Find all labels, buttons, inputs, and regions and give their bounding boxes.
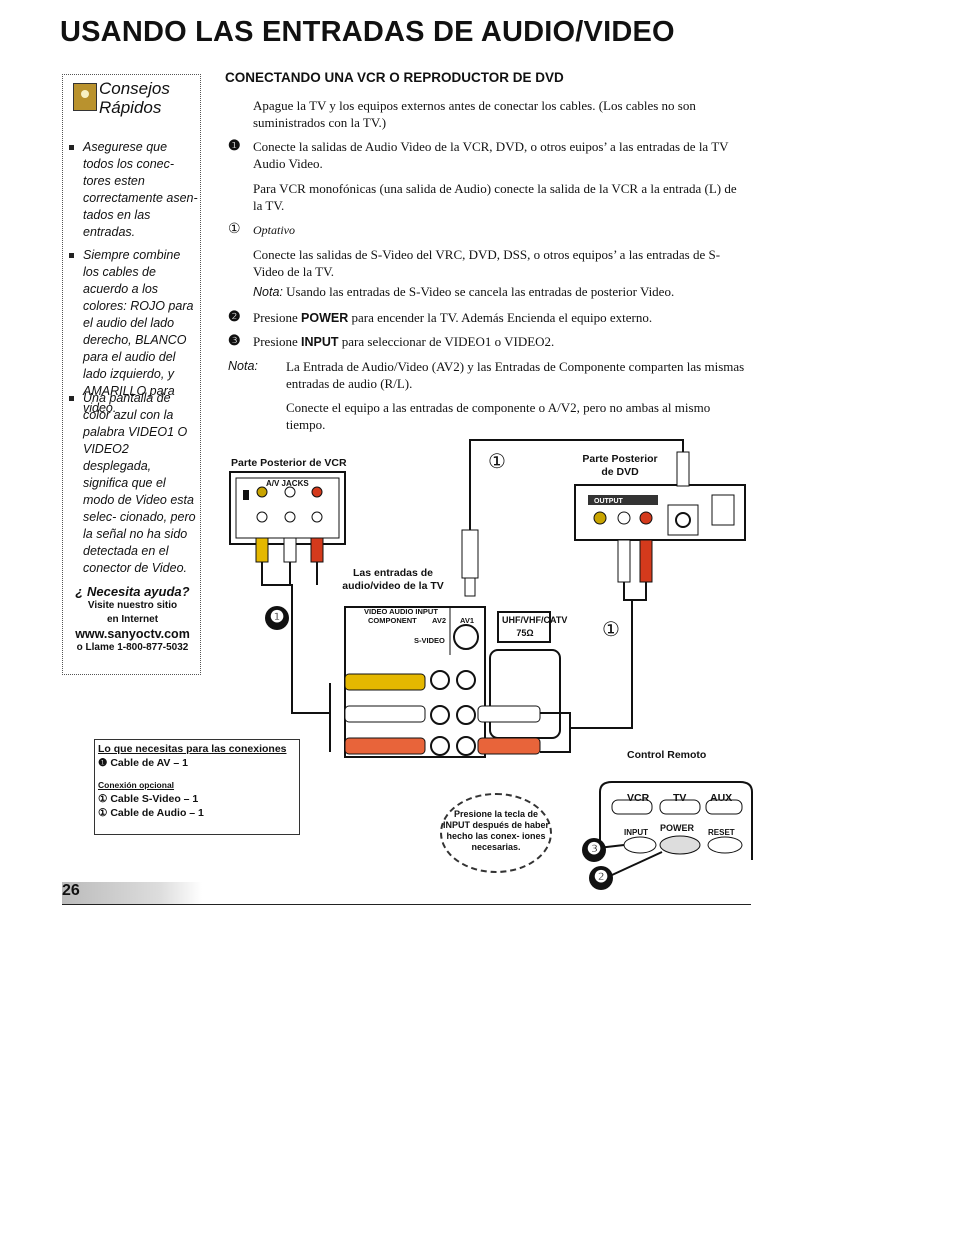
tip-text: Siempre combine los cables de acuerdo a … bbox=[83, 248, 194, 415]
tip-text: Asegurese que todos los conec- tores est… bbox=[83, 140, 198, 239]
step1-mono-text: Para VCR monofónicas (una salida de Audi… bbox=[253, 181, 737, 213]
optional-marker-audio: ① bbox=[602, 619, 620, 641]
quick-tips-box: Consejos Rápidos Asegurese que todos los… bbox=[62, 74, 201, 675]
tips-heading-line1: Consejos bbox=[99, 79, 170, 98]
step1-diagram-marker: ❶ bbox=[265, 606, 289, 630]
power-key: POWER bbox=[301, 311, 349, 325]
help-visit-line1: Visite nuestro sitio bbox=[87, 600, 178, 611]
remote-tv-button[interactable]: TV bbox=[673, 792, 687, 804]
help-phone: o Llame 1-800-877-5032 bbox=[76, 642, 189, 653]
nota-text-2: Conecte el equipo a las entradas de comp… bbox=[286, 400, 711, 432]
antenna-label: UHF/VHF/CATV 75Ω bbox=[502, 615, 568, 638]
remote-input-button[interactable]: INPUT bbox=[624, 828, 648, 837]
optional-note-label: Nota: bbox=[253, 285, 283, 299]
panel-av2-label: AV2 bbox=[432, 616, 447, 625]
remote-label: Control Remoto bbox=[627, 749, 707, 761]
help-visit-line2: en Internet bbox=[106, 614, 159, 625]
dvd-back-label: Parte Posterior de DVD bbox=[582, 453, 658, 478]
required-items-box: Lo que necesitas para las conexiones ❶ C… bbox=[94, 739, 300, 835]
input-hint-bubble: Presione la tecla de INPUT después de ha… bbox=[440, 793, 552, 873]
page-number-bar bbox=[62, 882, 202, 904]
nota-label: Nota: bbox=[228, 359, 258, 373]
step3-text: Presione INPUT para seleccionar de VIDEO… bbox=[253, 334, 555, 349]
bullet-icon bbox=[69, 396, 74, 401]
optional-note-text: Usando las entradas de S-Video se cancel… bbox=[286, 284, 675, 299]
remote-aux-button[interactable]: AUX bbox=[710, 792, 733, 804]
remote-vcr-button[interactable]: VCR bbox=[627, 792, 650, 804]
needs-heading: Lo que necesitas para las conexiones bbox=[98, 743, 287, 755]
page-title: USANDO LAS ENTRADAS DE AUDIO/VIDEO bbox=[60, 16, 675, 48]
needs-optional-heading: Conexión opcional bbox=[98, 780, 175, 790]
dvd-output-label: OUTPUT bbox=[594, 498, 623, 505]
remote-power-button[interactable]: POWER bbox=[660, 823, 695, 833]
tip-item: Asegurese que todos los conec- tores est… bbox=[67, 139, 199, 241]
bullet-icon bbox=[69, 253, 74, 258]
help-question: ¿ Necesita ayuda? bbox=[75, 584, 190, 599]
needs-optional-item: ① Cable S-Video – 1 bbox=[98, 793, 199, 805]
nota-text: La Entrada de Audio/Video (AV2) y las En… bbox=[286, 359, 745, 391]
step3-marker: ❸ bbox=[228, 334, 241, 349]
optional-label: Optativo bbox=[253, 223, 295, 237]
section-heading: CONECTANDO UNA VCR O REPRODUCTOR DE DVD bbox=[225, 70, 564, 85]
input-key: INPUT bbox=[301, 335, 339, 349]
needs-optional-item: ① Cable de Audio – 1 bbox=[98, 807, 204, 819]
vcr-back-panel bbox=[229, 471, 346, 545]
tip-item: Siempre combine los cables de acuerdo a … bbox=[67, 247, 199, 417]
tips-heading-line2: Rápidos bbox=[99, 98, 162, 117]
step1-text: Conecte la salidas de Audio Video de la … bbox=[253, 139, 729, 171]
step1-marker: ❶ bbox=[228, 139, 241, 154]
remote-control bbox=[597, 781, 753, 876]
bullet-icon bbox=[69, 145, 74, 150]
panel-svideo-label: S-VIDEO bbox=[414, 636, 445, 645]
optional-note: Nota: Usando las entradas de S-Video se … bbox=[253, 283, 749, 301]
tip-item: Una pantalla de color azul con la palabr… bbox=[67, 390, 199, 577]
vcr-back-label: Parte Posterior de VCR bbox=[231, 457, 347, 469]
needs-item: ❶ Cable de AV – 1 bbox=[98, 757, 188, 769]
intro-paragraph: Apague la TV y los equipos externos ante… bbox=[253, 98, 696, 130]
step2-text: Presione POWER para encender la TV. Adem… bbox=[253, 310, 653, 325]
panel-av1-label: AV1 bbox=[460, 616, 475, 625]
footer-rule bbox=[62, 904, 751, 905]
help-block: ¿ Necesita ayuda? Visite nuestro sitio e… bbox=[63, 585, 202, 655]
dvd-back-panel bbox=[574, 484, 746, 541]
step3-diagram-marker: ❸ bbox=[582, 838, 606, 862]
panel-component-label: COMPONENT bbox=[368, 616, 417, 625]
step2-marker: ❷ bbox=[228, 310, 241, 325]
page-number: 26 bbox=[62, 882, 80, 899]
remote-reset-button[interactable]: RESET bbox=[708, 828, 735, 837]
tv-inputs-label: Las entradas de audio/video de la TV bbox=[342, 567, 444, 592]
help-url-link[interactable]: www.sanyoctv.com bbox=[75, 627, 190, 641]
optional-marker-svideo: ① bbox=[488, 451, 506, 473]
tip-text: Una pantalla de color azul con la palabr… bbox=[83, 391, 196, 575]
step2-diagram-marker: ❷ bbox=[589, 866, 613, 890]
vcr-jacks-label: A/V JACKS bbox=[266, 479, 309, 488]
optional-text: Conecte las salidas de S-Video del VRC, … bbox=[253, 247, 721, 279]
optional-marker: ① bbox=[228, 222, 241, 237]
panel-header-label: VIDEO AUDIO INPUT bbox=[364, 607, 438, 616]
lightbulb-icon bbox=[73, 83, 97, 111]
